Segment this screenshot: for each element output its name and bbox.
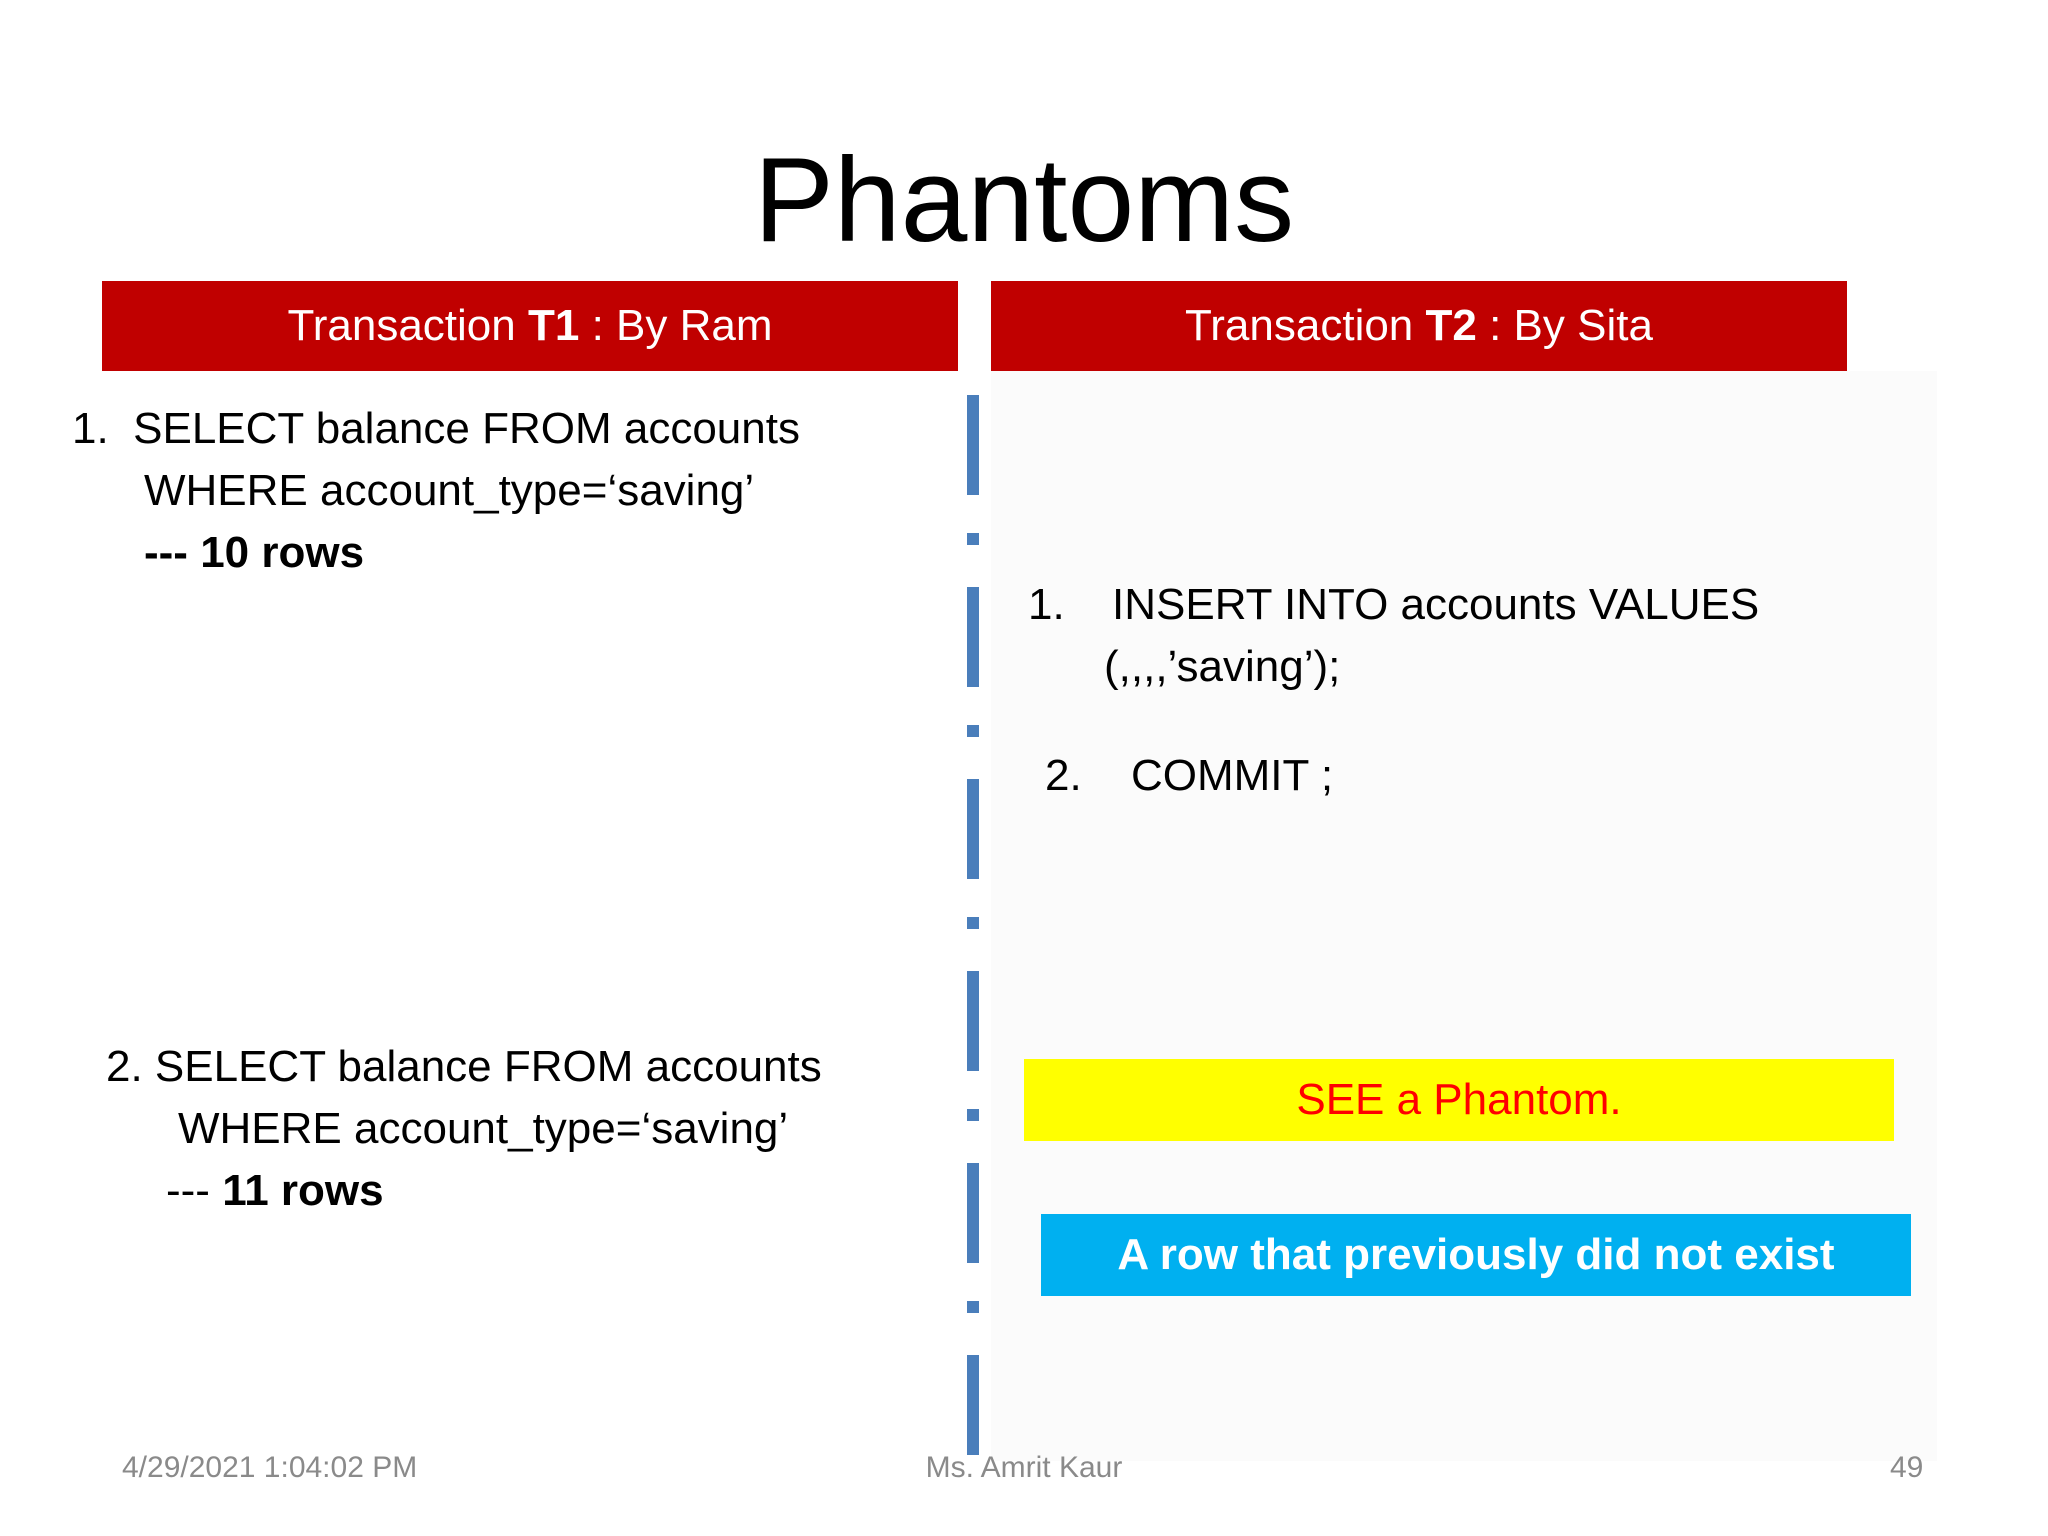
- t1-step-2-result: --- 11 rows: [106, 1160, 822, 1222]
- t2-step-2-line1: COMMIT ;: [1131, 751, 1334, 800]
- t2-step-2-number: 2.: [1045, 751, 1082, 800]
- divider-dot: [967, 1109, 979, 1121]
- phantom-callout: SEE a Phantom.: [1024, 1059, 1894, 1141]
- footer-author: Ms. Amrit Kaur: [925, 1451, 1123, 1484]
- t1-step-1-line2: WHERE account_type=‘saving’: [144, 466, 755, 515]
- t1-header-id: T1: [527, 301, 580, 350]
- t1-header-prefix: Transaction: [287, 301, 528, 350]
- divider-dot: [967, 725, 979, 737]
- t1-header-suffix: : By Ram: [579, 301, 773, 350]
- explanation-callout: A row that previously did not exist: [1041, 1214, 1911, 1296]
- t2-step-1-number: 1.: [1028, 580, 1065, 629]
- t1-step-1-result-value: 10 rows: [200, 528, 365, 577]
- t2-header-prefix: Transaction: [1185, 301, 1426, 350]
- divider-dash: [967, 395, 979, 495]
- t1-step-1-line1: 1. SELECT balance FROM accounts: [72, 404, 800, 453]
- t1-step-1: 1. SELECT balance FROM accounts WHERE ac…: [72, 398, 800, 584]
- t1-header: Transaction T1 : By Ram: [102, 281, 958, 371]
- divider-dot: [967, 533, 979, 545]
- t2-step-1-line1: INSERT INTO accounts VALUES: [1112, 580, 1760, 629]
- t2-header: Transaction T2 : By Sita: [991, 281, 1847, 371]
- timeline-divider: [967, 395, 979, 1455]
- t2-step-1-line2: (,,,,’saving’);: [1104, 642, 1341, 691]
- divider-dot: [967, 917, 979, 929]
- t2-header-suffix: : By Sita: [1476, 301, 1653, 350]
- divider-dash: [967, 1355, 979, 1455]
- t1-step-2: 2. SELECT balance FROM accounts WHERE ac…: [106, 1036, 822, 1222]
- divider-dash: [967, 971, 979, 1071]
- t1-step-2-line2: WHERE account_type=‘saving’: [178, 1104, 789, 1153]
- divider-dash: [967, 587, 979, 687]
- t2-step-2: 2. COMMIT ;: [1045, 745, 1333, 807]
- t2-column-background: [991, 371, 1937, 1461]
- t1-step-2-result-value: 11 rows: [222, 1166, 384, 1215]
- divider-dot: [967, 1301, 979, 1313]
- divider-dash: [967, 779, 979, 879]
- t2-header-id: T2: [1425, 301, 1477, 350]
- t2-step-1: 1. INSERT INTO accounts VALUES (,,,,’savi…: [1028, 574, 1759, 698]
- footer-datetime: 4/29/2021 1:04:02 PM: [122, 1451, 418, 1484]
- footer-page-number: 49: [1890, 1451, 1924, 1484]
- t1-step-1-result: --- 10 rows: [72, 522, 800, 584]
- t1-step-2-result-prefix: ---: [166, 1166, 223, 1215]
- slide-title: Phantoms: [753, 133, 1295, 267]
- t1-step-2-line1: 2. SELECT balance FROM accounts: [106, 1042, 822, 1091]
- t1-step-1-result-prefix: ---: [144, 528, 201, 577]
- divider-dash: [967, 1163, 979, 1263]
